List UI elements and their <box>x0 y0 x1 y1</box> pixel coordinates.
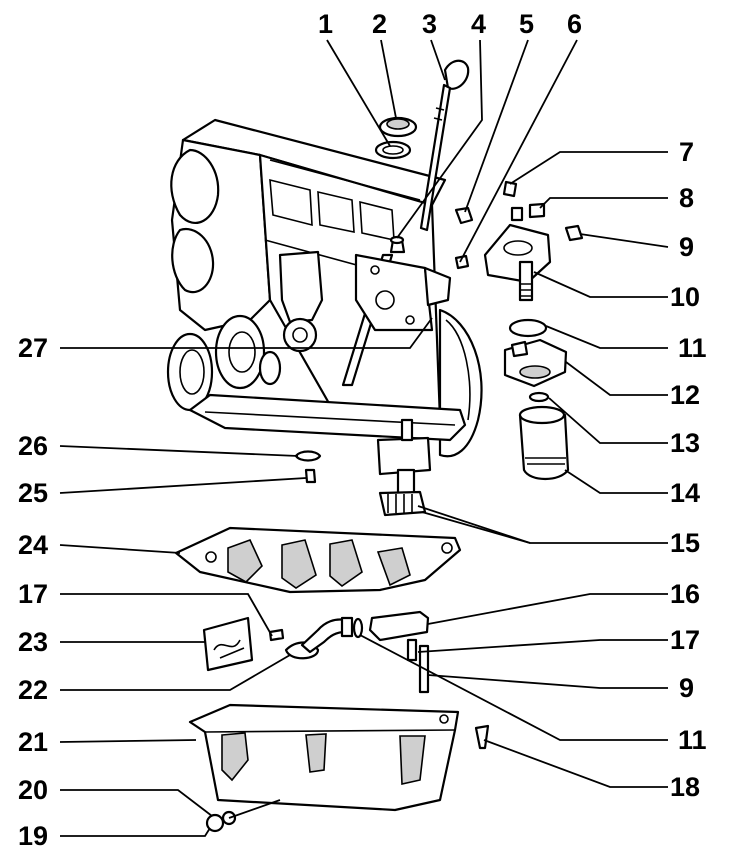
engine-block <box>166 118 483 458</box>
callout-22: 22 <box>18 675 49 705</box>
callout-14: 14 <box>670 478 701 508</box>
callout-16: 16 <box>670 579 701 609</box>
filler-cap-parts <box>374 116 418 160</box>
oil-baffle <box>174 526 462 594</box>
callout-26: 26 <box>18 431 49 461</box>
filter-seal <box>528 391 550 403</box>
callout-25: 25 <box>18 478 49 508</box>
leader-lines <box>59 39 669 837</box>
pan-bolt <box>474 724 490 750</box>
callout-2: 2 <box>372 9 388 39</box>
oil-filter <box>518 405 570 481</box>
filter-housing <box>503 338 568 388</box>
drain-plug <box>205 810 237 833</box>
callout-7: 7 <box>679 137 695 167</box>
filter-bracket <box>483 223 552 302</box>
callout-13: 13 <box>670 428 701 458</box>
oil-pickup-pipe <box>268 616 364 660</box>
callout-5: 5 <box>519 9 535 39</box>
oil-pump <box>376 418 432 517</box>
label-sticker <box>202 616 254 672</box>
callout-15: 15 <box>670 528 701 558</box>
pump-small-parts <box>294 450 322 484</box>
callout-11-upper: 11 <box>678 333 707 363</box>
pickup-bracket <box>368 610 430 694</box>
callout-17-right: 17 <box>670 625 701 655</box>
callout-9-upper: 9 <box>679 232 695 262</box>
callout-10: 10 <box>670 282 701 312</box>
callout-9-lower: 9 <box>679 673 695 703</box>
dipstick-guide-tube <box>389 235 406 254</box>
callout-12: 12 <box>670 380 701 410</box>
callout-19: 19 <box>18 821 49 851</box>
callout-17-left: 17 <box>18 579 49 609</box>
callout-4: 4 <box>471 9 487 39</box>
o-ring-upper <box>508 318 548 338</box>
dipstick <box>419 59 470 232</box>
callout-6: 6 <box>567 9 583 39</box>
callout-1: 1 <box>318 9 334 39</box>
callout-3: 3 <box>422 9 438 39</box>
callout-11-lower: 11 <box>678 725 707 755</box>
callout-20: 20 <box>18 775 49 805</box>
callout-18: 18 <box>670 772 701 802</box>
callout-24: 24 <box>18 530 49 560</box>
callout-21: 21 <box>18 727 49 757</box>
oil-pan <box>188 703 460 812</box>
callout-27: 27 <box>18 333 49 363</box>
callout-8: 8 <box>679 183 695 213</box>
callout-23: 23 <box>18 627 49 657</box>
